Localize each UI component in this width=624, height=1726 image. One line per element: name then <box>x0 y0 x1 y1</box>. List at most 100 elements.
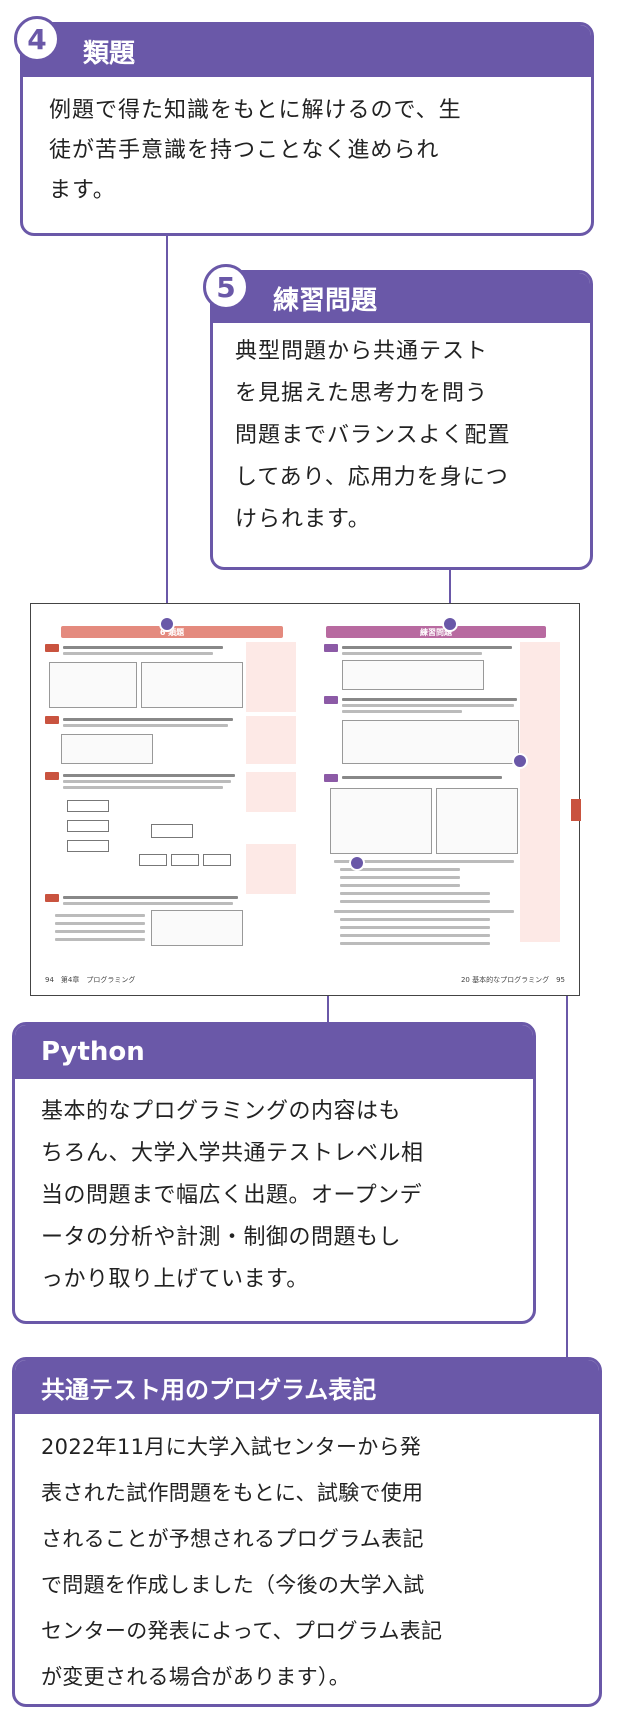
text-line <box>63 786 223 789</box>
card-ruidai: 類題 例題で得た知識をもとに解けるので、生 徒が苦手意識を持つことなく進められ … <box>20 22 594 236</box>
card-ruidai-header: 類題 <box>23 25 591 77</box>
code-box <box>342 660 484 690</box>
flowchart-box <box>67 820 109 832</box>
card-program-notation-line: で問題を作成しました（今後の大学入試 <box>41 1573 425 1597</box>
text-line <box>340 900 490 903</box>
code-box <box>49 662 137 708</box>
card-python-line: っかり取り上げています。 <box>41 1267 309 1292</box>
card-python-header: Python <box>15 1025 533 1079</box>
connector-dot-4 <box>159 616 175 632</box>
text-line <box>340 892 490 895</box>
text-line <box>342 646 512 649</box>
problem-tag <box>324 774 338 782</box>
card-renshu-number: 5 <box>203 264 249 310</box>
left-page-banner: 6 類題 <box>61 626 283 638</box>
card-renshu-header: 練習問題 <box>213 273 590 323</box>
card-ruidai-line: 徒が苦手意識を持つことなく進められ <box>49 138 440 163</box>
card-program-notation-title: 共通テスト用のプログラム表記 <box>41 1375 377 1404</box>
card-program-notation-header: 共通テスト用のプログラム表記 <box>15 1360 599 1414</box>
right-page-footer: 20 基本的なプログラミング 95 <box>460 976 565 984</box>
problem-tag <box>45 716 59 724</box>
code-box <box>330 788 432 854</box>
code-box <box>61 734 153 764</box>
text-line <box>63 896 238 899</box>
text-line <box>63 718 233 721</box>
code-box <box>436 788 518 854</box>
flowchart-box <box>171 854 199 866</box>
problem-tag <box>45 644 59 652</box>
connector-dot-python <box>349 855 365 871</box>
card-python: Python 基本的なプログラミングの内容はも ちろん、大学入学共通テストレベル… <box>12 1022 536 1324</box>
flowchart-box <box>151 824 193 838</box>
text-line <box>340 926 490 929</box>
card-program-notation-body: 2022年11月に大学入試センターから発 表された試作問題をもとに、試験で使用 … <box>15 1414 599 1704</box>
chapter-edge-tab <box>571 799 581 821</box>
card-ruidai-number: 4 <box>14 16 60 62</box>
text-line <box>334 860 514 863</box>
card-program-notation-line: されることが予想されるプログラム表記 <box>41 1527 424 1551</box>
card-renshu-line: してあり、応用力を身につ <box>235 465 509 490</box>
problem-tag <box>324 644 338 652</box>
card-renshu-line: けられます。 <box>235 507 371 532</box>
text-line <box>63 780 231 783</box>
connector-dot-5 <box>442 616 458 632</box>
card-renshu-line: 典型問題から共通テスト <box>235 339 489 364</box>
book-spread-thumbnail: 6 類題 94 第4章 プログラ <box>30 603 581 996</box>
text-line <box>340 942 490 945</box>
text-line <box>342 698 517 701</box>
text-line <box>342 704 514 707</box>
card-python-title: Python <box>41 1037 145 1067</box>
card-program-notation-line: が変更される場合があります）。 <box>41 1665 350 1689</box>
book-page-left: 6 類題 94 第4章 プログラ <box>31 604 307 995</box>
left-page-footer: 94 第4章 プログラミング <box>45 976 136 984</box>
problem-tag <box>45 894 59 902</box>
text-line <box>55 930 145 933</box>
text-line <box>55 914 145 917</box>
card-renshu-body: 典型問題から共通テスト を見据えた思考力を問う 問題までバランスよく配置 してあ… <box>213 323 590 553</box>
card-ruidai-line: 例題で得た知識をもとに解けるので、生 <box>49 98 462 123</box>
text-line <box>340 868 460 871</box>
flowchart-box <box>67 840 109 852</box>
connector-line-5 <box>449 568 451 624</box>
connector-line-4 <box>166 236 168 626</box>
text-line <box>340 918 490 921</box>
card-renshu-line: 問題までバランスよく配置 <box>235 423 511 448</box>
code-box <box>342 720 519 764</box>
text-line <box>63 774 235 777</box>
text-line <box>340 884 460 887</box>
card-program-notation-line: 2022年11月に大学入試センターから発 <box>41 1435 422 1459</box>
card-python-line: ちろん、大学入学共通テストレベル相 <box>41 1141 424 1166</box>
text-line <box>55 922 145 925</box>
flowchart-box <box>67 800 109 812</box>
card-renshu: 練習問題 典型問題から共通テスト を見据えた思考力を問う 問題までバランスよく配… <box>210 270 593 570</box>
code-box <box>141 662 243 708</box>
side-note <box>246 844 296 894</box>
card-python-line: 当の問題まで幅広く出題。オープンデ <box>41 1183 423 1208</box>
side-note <box>520 642 560 942</box>
flowchart-box <box>203 854 231 866</box>
card-program-notation: 共通テスト用のプログラム表記 2022年11月に大学入試センターから発 表された… <box>12 1357 602 1707</box>
text-line <box>342 710 462 713</box>
text-line <box>340 876 460 879</box>
text-line <box>63 646 223 649</box>
flowchart-box <box>139 854 167 866</box>
side-note <box>246 642 296 712</box>
problem-tag <box>45 772 59 780</box>
card-python-line: 基本的なプログラミングの内容はも <box>41 1099 402 1124</box>
text-line <box>63 652 213 655</box>
side-note <box>246 716 296 764</box>
connector-dot-notation <box>512 753 528 769</box>
text-line <box>334 910 514 913</box>
card-ruidai-body: 例題で得た知識をもとに解けるので、生 徒が苦手意識を持つことなく進められ ます。 <box>23 77 591 223</box>
card-renshu-title: 練習問題 <box>273 285 378 316</box>
right-page-banner: 練習問題 <box>326 626 546 638</box>
text-line <box>342 652 482 655</box>
connector-line-notation-v <box>566 760 568 1357</box>
text-line <box>63 902 233 905</box>
problem-tag <box>324 696 338 704</box>
code-box <box>151 910 243 946</box>
text-line <box>340 934 490 937</box>
book-page-right: 練習問題 20 基本的なプログラミング 95 <box>306 604 581 995</box>
card-python-line: ータの分析や計測・制御の問題もし <box>41 1225 402 1250</box>
text-line <box>342 776 502 779</box>
